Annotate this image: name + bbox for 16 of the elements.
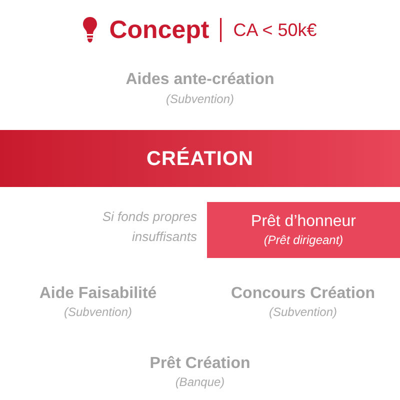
funding-name: Aide Faisabilité bbox=[38, 284, 158, 304]
band-title: CRÉATION bbox=[146, 146, 254, 170]
funding-type: (Subvention) bbox=[268, 304, 338, 320]
funding-name: Concours Création bbox=[230, 284, 376, 304]
revenue-threshold: CA < 50k€ bbox=[233, 19, 317, 42]
condition-note: Si fonds propres insuffisants bbox=[101, 208, 197, 246]
funding-type: (Subvention) bbox=[164, 91, 236, 107]
funding-name: Prêt Création bbox=[148, 354, 252, 374]
box-heading: Prêt d’honneur bbox=[251, 212, 356, 232]
funding-type: (Banque) bbox=[174, 374, 226, 390]
funding-type: (Subvention) bbox=[62, 304, 134, 320]
loan-box bbox=[207, 202, 400, 258]
banner-band bbox=[0, 130, 400, 187]
funding-name: Aides ante-création bbox=[124, 70, 276, 90]
box-subtext: (Prêt dirigeant) bbox=[264, 232, 344, 248]
title: Concept bbox=[109, 15, 210, 45]
